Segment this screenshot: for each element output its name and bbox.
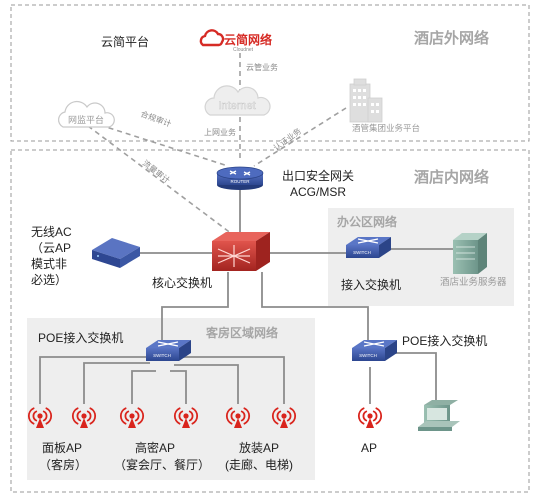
- wire-poe-dense-left: [131, 370, 156, 404]
- wire-poe-placed-right: [176, 356, 285, 404]
- wiring: [39, 190, 453, 404]
- panel-ap-label-line2: （客房）: [39, 457, 87, 472]
- wire-poe-dense-right: [170, 370, 187, 404]
- outer-network-zone: [10, 4, 530, 142]
- poe-right-label: POE接入交换机: [402, 333, 487, 348]
- management-links: [87, 53, 347, 235]
- link-compliance-audit: [99, 124, 229, 167]
- poe-switch-left: SWITCH: [146, 340, 191, 361]
- terminal-pc: [418, 400, 460, 431]
- wire-poe-panel-left: [39, 356, 148, 404]
- office-ap-label: AP: [361, 441, 377, 455]
- placed-ap-2-icon: [271, 407, 297, 428]
- dense-ap-2-icon: [173, 407, 199, 428]
- core-switch-label: 核心交换机: [152, 275, 212, 290]
- poe-left-tag: SWITCH: [153, 353, 171, 358]
- ac-label-line3: 模式非: [31, 257, 67, 271]
- link-label-uplink: 上网业务: [204, 127, 236, 137]
- office-zone-title: 办公区网络: [337, 214, 397, 229]
- panel-ap-2-icon: [71, 407, 97, 428]
- cloud-logo-icon: [199, 29, 225, 47]
- link-auth-business: [253, 107, 347, 167]
- ac-label-line1: 无线AC: [31, 225, 72, 239]
- panel-ap-1-icon: [27, 407, 53, 428]
- office-ap-icon: [357, 407, 383, 428]
- yunjian-platform-label: 云简平台: [101, 34, 149, 49]
- hotel-server-label: 酒店业务服务器: [440, 276, 507, 288]
- logo-sub-text: Cloudnet: [233, 47, 254, 53]
- group-platform: 酒管集团业务平台: [349, 78, 420, 133]
- placed-ap-label-line2: (走廊、电梯): [225, 457, 293, 472]
- link-label-traffic-audit: 流量审计: [141, 158, 172, 186]
- gateway-label-line2: ACG/MSR: [290, 185, 346, 199]
- ac-label-line4: 必选）: [31, 273, 67, 287]
- building-icon: [349, 78, 383, 123]
- gateway-router: ROUTER: [216, 166, 264, 190]
- cloud-monitor-icon: [57, 100, 115, 128]
- wire-poe-placed-left: [174, 364, 239, 404]
- ap-group: [27, 407, 383, 428]
- link-label-cloud-mgmt: 云管业务: [246, 62, 278, 72]
- internet-cloud: Internet: [204, 85, 271, 116]
- internet-label: Internet: [218, 100, 255, 112]
- access-switch-tag: SWITCH: [353, 250, 371, 255]
- panel-ap-label-line1: 面板AP: [42, 441, 82, 455]
- dense-ap-label-line2: （宴会厅、餐厅）: [114, 457, 210, 472]
- core-switch-icon: [217, 245, 251, 267]
- router-tag: ROUTER: [231, 179, 251, 184]
- cloud-monitor-label: 网监平台: [68, 114, 104, 125]
- wire-core-poe-left: [161, 272, 229, 340]
- placed-ap-label-line1: 放装AP: [239, 440, 279, 455]
- placed-ap-1-icon: [225, 407, 251, 428]
- poe-switch-right: SWITCH: [352, 340, 397, 361]
- wireless-ac: [92, 238, 140, 268]
- router-icon: [216, 166, 264, 180]
- poe-right-tag: SWITCH: [359, 353, 377, 358]
- inner-network-zone: [10, 149, 530, 493]
- internet-cloud-icon: [204, 85, 271, 116]
- ac-label-line2: （云AP: [31, 241, 71, 255]
- poe-left-label: POE接入交换机: [38, 330, 123, 345]
- group-platform-label: 酒管集团业务平台: [352, 123, 420, 133]
- wire-core-poe-right: [261, 272, 369, 340]
- inner-zone-title: 酒店内网络: [414, 168, 489, 186]
- link-traffic-audit: [87, 125, 233, 235]
- cloud-monitor-platform: 网监平台: [57, 100, 115, 128]
- access-switch-label: 接入交换机: [341, 277, 401, 292]
- dense-ap-label-line1: 高密AP: [135, 440, 175, 455]
- dense-ap-1-icon: [119, 407, 145, 428]
- guest-zone-title: 客房区域网络: [205, 325, 278, 340]
- link-label-compliance-audit: 合规审计: [139, 108, 172, 128]
- yunjian-logo: 云简网络 Cloudnet: [199, 29, 272, 53]
- wire-poe-panel-right: [83, 362, 150, 404]
- link-label-auth: 认证业务: [271, 126, 303, 153]
- logo-brand-text: 云简网络: [224, 32, 272, 47]
- hotel-server: [453, 233, 487, 274]
- outer-zone-title: 酒店外网络: [414, 29, 489, 47]
- wire-poe-right-terminal: [384, 352, 437, 400]
- access-switch: SWITCH: [346, 237, 391, 258]
- core-switch: [212, 232, 270, 271]
- gateway-label-line1: 出口安全网关: [282, 168, 354, 183]
- ac-status-light: [97, 255, 99, 257]
